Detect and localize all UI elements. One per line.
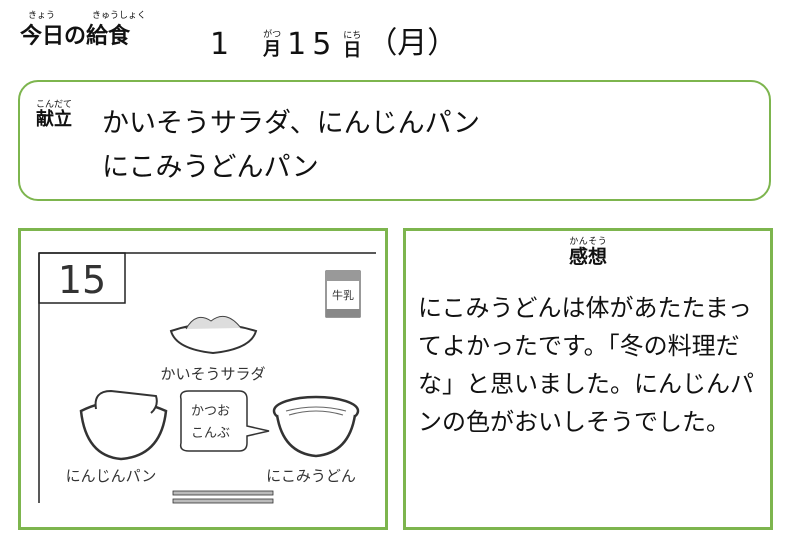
- menu-line-1: かいそうサラダ、にんじんパン: [102, 108, 480, 139]
- menu-illustration: 15 牛乳 かいそうサラダ かつお こんぶ にんじんパン にこみうどん: [18, 228, 388, 530]
- milk-label: 牛乳: [332, 288, 354, 302]
- menu-label-text: 献立: [36, 109, 73, 130]
- illustration-svg: 15 牛乳 かいそうサラダ かつお こんぶ にんじんパン にこみうどん: [38, 252, 376, 504]
- salad-label: かいそうサラダ: [160, 365, 265, 383]
- month-number: 1: [210, 27, 230, 62]
- title-text: 今日の給食: [20, 24, 131, 49]
- day-kanji: 日: [343, 40, 362, 61]
- page-title: 今日の給食: [20, 18, 130, 50]
- menu-items: かいそうサラダ、にんじんパン にこみうどんパン: [102, 102, 480, 190]
- bubble-line-2: こんぶ: [191, 426, 230, 441]
- title-ruby-kyou: きょう: [28, 11, 56, 21]
- day-ruby: にち: [343, 31, 362, 41]
- menu-line-2: にこみうどんパン: [102, 152, 319, 183]
- bread-bowl-icon: [79, 389, 168, 461]
- day-number: 15: [287, 27, 338, 62]
- menu-label: 献立こんだて: [36, 100, 72, 131]
- impression-text: にこみうどんは体があたたまってよかったです。「冬の料理だな」と思いました。にんじ…: [418, 294, 754, 436]
- salad-bowl-icon: [169, 315, 258, 355]
- bread-label: にんじんパン: [66, 467, 157, 485]
- impression-title: 感想かんそう: [406, 237, 770, 269]
- milk-carton-icon: 牛乳: [325, 270, 361, 318]
- day-number-box: [38, 252, 126, 304]
- month-ruby: がつ: [263, 30, 282, 40]
- impression-title-ruby: かんそう: [568, 237, 607, 247]
- weekday: （月）: [367, 26, 458, 61]
- menu-label-ruby: こんだて: [36, 100, 73, 110]
- impression-box: 感想かんそう にこみうどんは体があたたまってよかったです。「冬の料理だな」と思い…: [403, 228, 773, 530]
- udon-label: にこみうどん: [266, 467, 356, 485]
- impression-title-text: 感想: [568, 246, 607, 268]
- speech-bubble: かつお こんぶ: [179, 390, 270, 452]
- chopsticks-icon: [172, 490, 274, 504]
- day-number: 15: [58, 258, 106, 302]
- month-kanji: 月: [263, 39, 282, 60]
- title-ruby-kyuushoku: きゅうしょく: [92, 11, 147, 21]
- menu-box: 献立こんだて かいそうサラダ、にんじんパン にこみうどんパン: [18, 80, 771, 201]
- date: 1 月がつ 15 日にち （月）: [210, 18, 457, 62]
- bubble-line-1: かつお: [191, 404, 230, 419]
- udon-bowl-icon: [272, 395, 360, 458]
